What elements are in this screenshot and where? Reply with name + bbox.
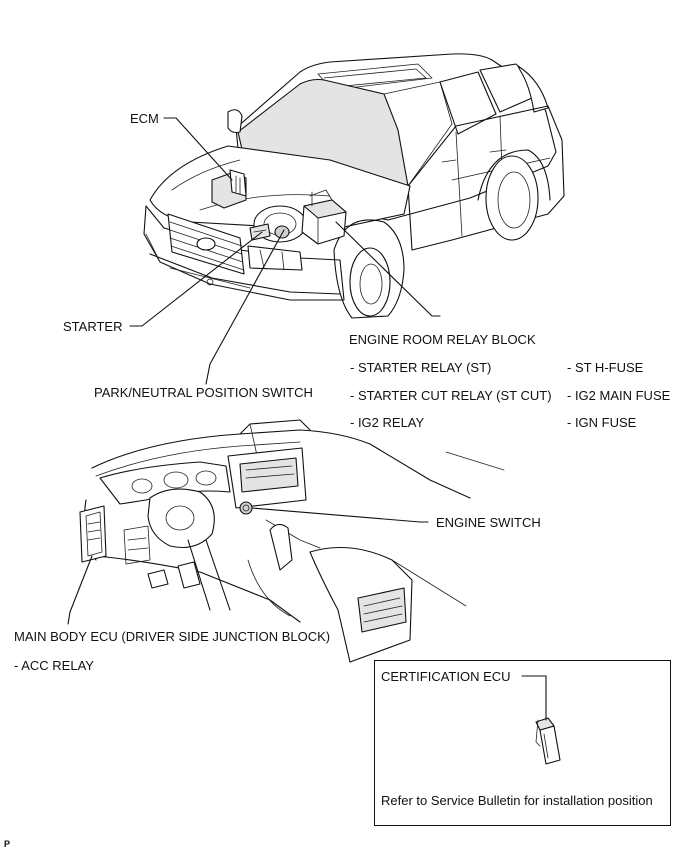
relay-block-component [301,189,347,245]
engine-cluster [249,205,307,243]
relay-item-ig2-relay: - IG2 RELAY [350,415,425,430]
starter-label: STARTER [63,319,123,334]
main-body-item-acc-relay: - ACC RELAY [14,658,94,673]
ecm-label: ECM [130,111,159,126]
certification-ecu-box [374,660,671,826]
fuse-item-ign-fuse: - IGN FUSE [567,415,637,430]
park-neutral-switch-label: PARK/NEUTRAL POSITION SWITCH [94,385,313,400]
certification-ecu-component [535,717,561,765]
relay-item-starter-cut-relay: - STARTER CUT RELAY (ST CUT) [350,388,552,403]
certification-note: Refer to Service Bulletin for installati… [381,793,653,808]
relay-item-starter-relay: - STARTER RELAY (ST) [350,360,492,375]
main-body-ecu-label: MAIN BODY ECU (DRIVER SIDE JUNCTION BLOC… [14,629,331,644]
fuse-item-ig2-main-fuse: - IG2 MAIN FUSE [567,388,671,403]
engine-room-relay-block-label: ENGINE ROOM RELAY BLOCK [349,332,536,347]
vehicle-illustration [143,53,565,319]
dashboard-illustration [79,419,505,663]
leader-lines [67,117,547,721]
ecm-component [211,169,247,209]
certification-ecu-label: CERTIFICATION ECU [381,669,511,684]
corner-mark: P [4,839,11,849]
engine-switch-label: ENGINE SWITCH [436,515,541,530]
fuse-item-st-h-fuse: - ST H-FUSE [567,360,644,375]
